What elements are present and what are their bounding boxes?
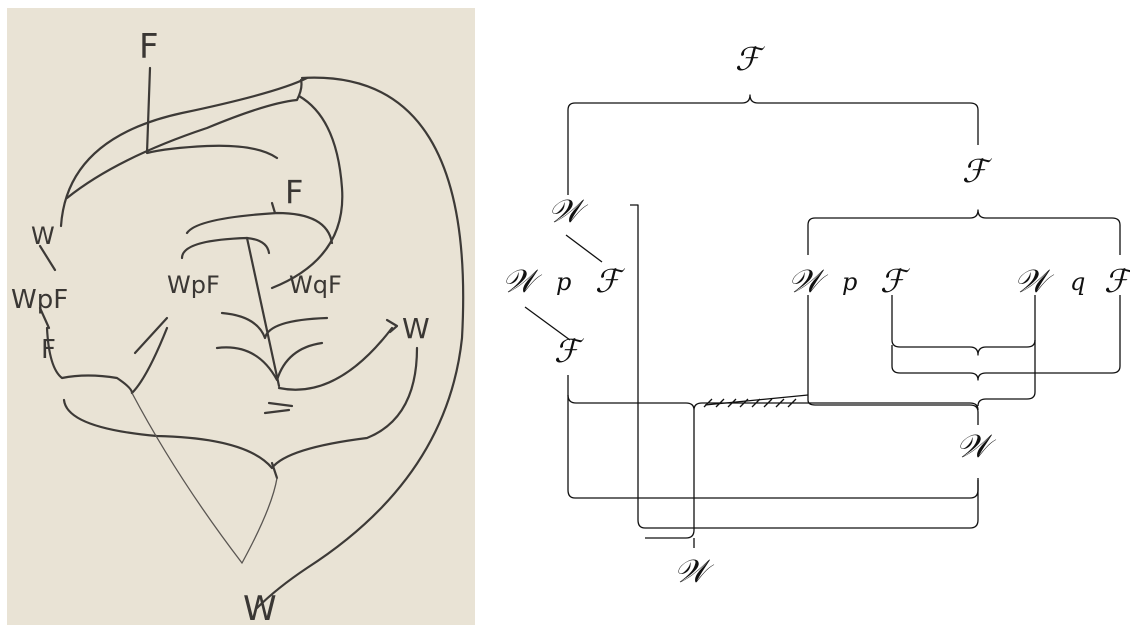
f-top: ℱ <box>735 40 766 78</box>
row-q3: q <box>1070 268 1085 296</box>
row-w2: 𝒲 <box>788 262 829 300</box>
brace-middle <box>567 394 979 539</box>
hw-top-f: F <box>139 27 159 67</box>
f-right: ℱ <box>962 152 993 190</box>
typeset-diagram: ℱ ℱ 𝒲 𝒲 p ℱ 𝒲 p ℱ 𝒲 q ℱ ℱ 𝒲 𝒲 <box>490 0 1130 630</box>
handwritten-sketch: F F W WpF F WpF WqF W W <box>7 8 475 625</box>
w-right-low: 𝒲 <box>956 427 997 465</box>
w-bottom: 𝒲 <box>674 552 715 590</box>
hw-mid-f: F <box>285 173 303 211</box>
brace-top <box>567 94 979 195</box>
brace-right-inner <box>891 295 1036 356</box>
f-left-low: ℱ <box>554 332 585 370</box>
hw-wqf-center: WqF <box>289 271 342 299</box>
hw-w-right: W <box>402 312 430 345</box>
row-f3: ℱ <box>1104 262 1130 300</box>
w-upper-left: 𝒲 <box>548 192 589 230</box>
handwritten-sketch-photo: F F W WpF F WpF WqF W W <box>7 8 475 625</box>
typeset-diagram-svg: ℱ ℱ 𝒲 𝒲 p ℱ 𝒲 p ℱ 𝒲 q ℱ ℱ 𝒲 𝒲 <box>502 40 1130 590</box>
hw-wpf-center: WpF <box>167 271 220 299</box>
brace-right-f <box>807 209 1121 255</box>
hw-w-bottom: W <box>243 589 277 625</box>
row-f2: ℱ <box>880 262 911 300</box>
row-w1: 𝒲 <box>502 262 543 300</box>
brace-right-outer <box>891 295 1121 381</box>
row-p1: p <box>556 268 571 296</box>
hw-f-left: F <box>41 335 56 365</box>
row-w3: 𝒲 <box>1014 262 1055 300</box>
hw-wpf-left: WpF <box>11 285 68 315</box>
row-f1: ℱ <box>595 262 626 300</box>
line-w-upper <box>630 204 979 529</box>
row-p2: p <box>842 268 857 296</box>
hw-w-left: W <box>31 222 55 250</box>
line-f-left <box>567 375 979 499</box>
